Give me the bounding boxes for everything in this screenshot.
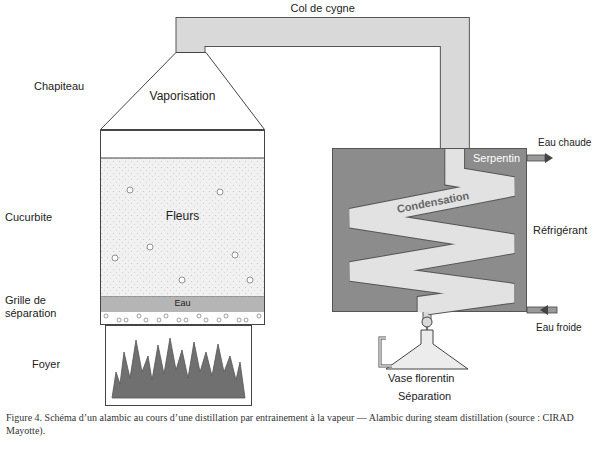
figure-caption: Figure 4. Schéma d’un alambic au cours d… bbox=[6, 411, 594, 437]
furnace-box bbox=[106, 326, 252, 406]
flask-side-tube bbox=[380, 338, 392, 366]
part-label: Vase florentin bbox=[388, 372, 472, 385]
part-label: Chapiteau bbox=[34, 80, 98, 93]
part-label: Cucurbite bbox=[5, 211, 95, 224]
tap bbox=[422, 317, 432, 327]
part-label: Séparation bbox=[398, 390, 468, 403]
condenser-outline bbox=[333, 149, 526, 311]
part-label: Réfrigérant bbox=[533, 224, 597, 237]
flow-label: Eau froide bbox=[536, 322, 596, 334]
separation-grid: Eau bbox=[101, 297, 264, 312]
node-text: Serpentin bbox=[473, 152, 527, 165]
cold-water-arrow bbox=[540, 305, 548, 315]
boiler-outline bbox=[100, 130, 265, 325]
florentine-flask bbox=[386, 330, 468, 369]
node-text: Vaporisation bbox=[100, 90, 265, 104]
still-head: Vaporisation bbox=[100, 52, 265, 130]
hot-water-arrow bbox=[545, 153, 553, 163]
boiler: FleursEau bbox=[100, 130, 265, 325]
part-label: Grille de séparation bbox=[5, 294, 97, 320]
condenser: SerpentinCondensation bbox=[332, 148, 527, 312]
flow-label: Eau chaude bbox=[538, 137, 596, 149]
edge-label: Col de cygne bbox=[278, 2, 368, 14]
hot-water-pipe bbox=[527, 155, 545, 161]
part-label: Foyer bbox=[32, 358, 92, 371]
node-text: Fleurs bbox=[100, 210, 265, 224]
flames bbox=[112, 338, 245, 398]
flask-side-tube-inner bbox=[380, 338, 392, 366]
node-text: Eau bbox=[101, 298, 264, 308]
